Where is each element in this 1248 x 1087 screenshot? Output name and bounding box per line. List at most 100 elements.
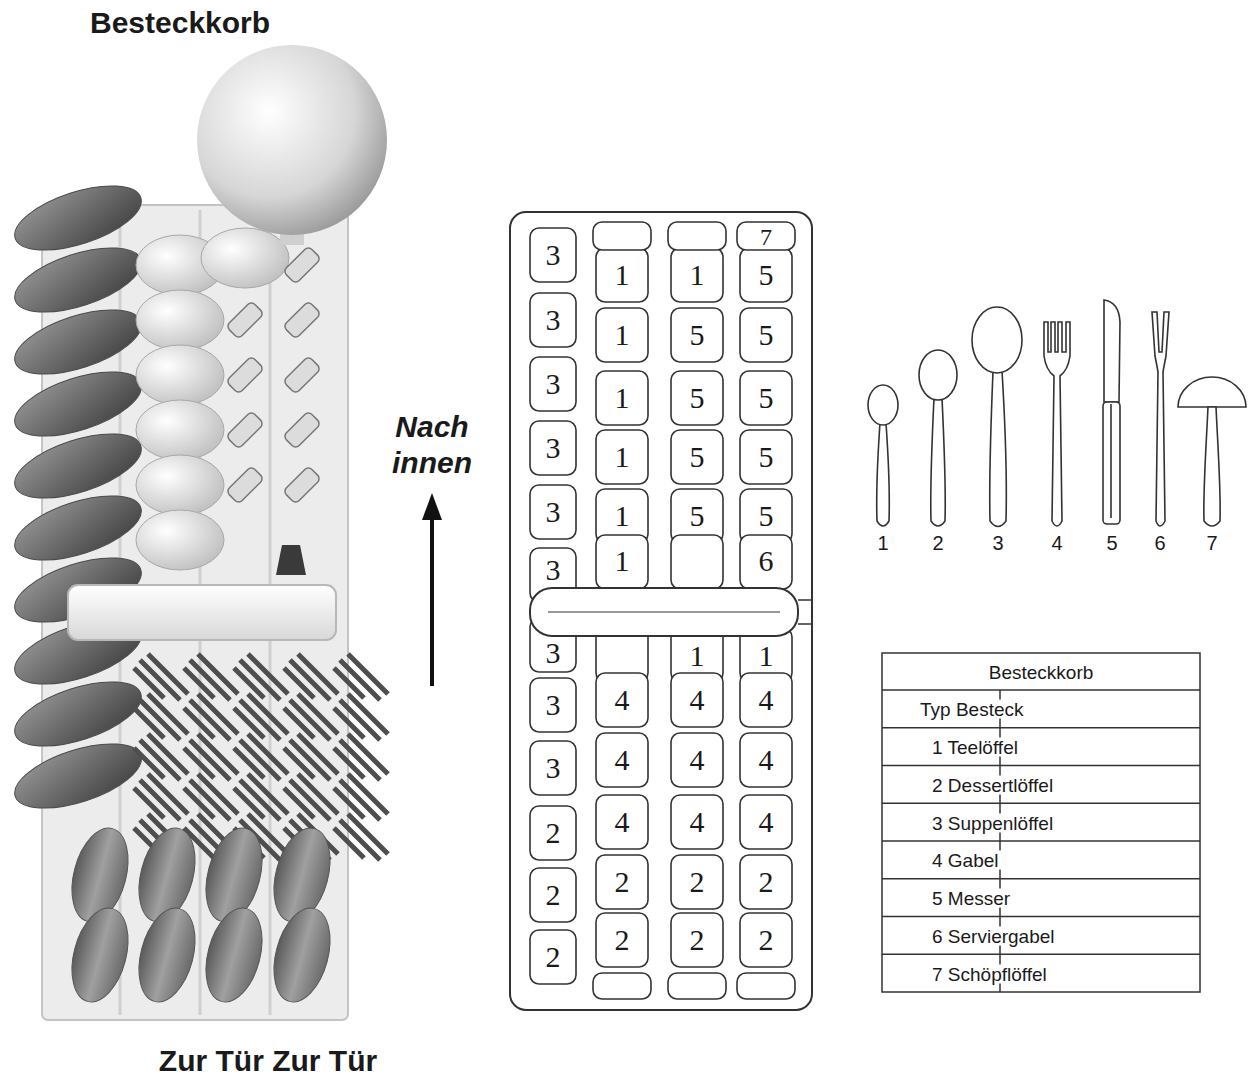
slot-number: 3 xyxy=(546,240,561,270)
basket-slot xyxy=(593,222,651,250)
slot-number: 3 xyxy=(546,497,561,527)
fork-shape xyxy=(334,774,388,820)
spoon-bowl xyxy=(136,455,224,515)
knife-handle xyxy=(226,466,264,504)
basket-slot xyxy=(596,733,648,787)
basket-slot xyxy=(671,308,723,362)
fork-shape xyxy=(334,814,388,860)
spoon-bowl xyxy=(201,228,289,288)
slot-number: 5 xyxy=(690,320,705,350)
slot-number: 2 xyxy=(690,867,705,897)
slot-number: 4 xyxy=(615,807,630,837)
basket-slot xyxy=(740,913,792,967)
slot-number: 1 xyxy=(615,442,630,472)
knife-handle xyxy=(283,466,321,504)
slot-number: 4 xyxy=(759,685,774,715)
basket-slot xyxy=(668,973,726,999)
slot-number: 4 xyxy=(690,745,705,775)
knife-handle xyxy=(226,356,264,394)
icon-number: 4 xyxy=(1051,533,1062,553)
slot-number: 1 xyxy=(615,546,630,576)
cutlery-icons xyxy=(868,300,1246,527)
servingfork-icon xyxy=(1152,312,1169,526)
slot-number: 4 xyxy=(690,685,705,715)
handle-tab xyxy=(798,600,812,624)
basket-slot xyxy=(740,733,792,787)
slot-number: 2 xyxy=(759,867,774,897)
table-cell: 5 Messer xyxy=(930,889,1012,908)
table-rule xyxy=(882,803,1200,805)
basket-slot xyxy=(737,222,795,250)
basket-slot xyxy=(530,293,576,347)
basket-slot xyxy=(593,973,651,999)
basket-slot xyxy=(740,855,792,909)
knife-handle xyxy=(226,411,264,449)
icon-number: 3 xyxy=(992,533,1003,553)
slot-number: 5 xyxy=(690,383,705,413)
icon-number: 7 xyxy=(1206,533,1217,553)
handle-bar xyxy=(548,611,780,612)
spoon-shape xyxy=(62,902,137,1008)
direction-arrow xyxy=(422,493,442,686)
table-cell: 1 Teelöffel xyxy=(930,738,1020,757)
fork-shape xyxy=(334,654,388,700)
slot-number: 5 xyxy=(759,383,774,413)
basket-slot xyxy=(530,868,576,922)
slot-number: 2 xyxy=(546,942,561,972)
slot-number: 1 xyxy=(615,383,630,413)
arrow-head xyxy=(422,493,442,520)
fork-shape xyxy=(284,654,338,700)
slot-number: 3 xyxy=(546,638,561,668)
basket-slot xyxy=(671,855,723,909)
ladle-icon xyxy=(1204,407,1220,526)
fork-shape xyxy=(284,694,338,740)
legend-table xyxy=(882,653,1200,992)
slot-number: 2 xyxy=(546,818,561,848)
slot-number: 1 xyxy=(690,260,705,290)
basket-slot xyxy=(671,673,723,727)
basket-slot xyxy=(596,308,648,362)
slot-number: 1 xyxy=(615,501,630,531)
handle-bar xyxy=(530,588,798,636)
basket-slot xyxy=(740,535,792,589)
slot-number: 3 xyxy=(546,433,561,463)
slot-number: 3 xyxy=(546,369,561,399)
basket-slot xyxy=(740,248,792,302)
door-label: Zur Tür Zur Tür xyxy=(159,1046,377,1076)
slot-number: 4 xyxy=(690,807,705,837)
basket-slot xyxy=(671,248,723,302)
icon-number: 1 xyxy=(877,533,888,553)
spoon-bowl xyxy=(136,510,224,570)
knife-handle xyxy=(226,301,264,339)
slot-number: 1 xyxy=(759,641,774,671)
knife-handle xyxy=(276,545,306,575)
basket-slot xyxy=(740,371,792,425)
icon-number: 6 xyxy=(1154,533,1165,553)
basket-slot xyxy=(596,430,648,484)
basket-slot xyxy=(596,673,648,727)
table-rule xyxy=(882,916,1200,918)
fork-shape xyxy=(234,774,288,820)
table-rule xyxy=(882,765,1200,767)
slot-number: 2 xyxy=(615,925,630,955)
icon-number: 2 xyxy=(932,533,943,553)
basket-slot xyxy=(530,228,576,282)
table-rule xyxy=(882,689,1200,691)
slot-number: 6 xyxy=(759,546,774,576)
knife-handle xyxy=(283,301,321,339)
knife-handle xyxy=(283,246,321,284)
slot-number: 2 xyxy=(615,867,630,897)
slot-number: 4 xyxy=(759,807,774,837)
basket-slot xyxy=(671,913,723,967)
spoon-bowl xyxy=(136,290,224,350)
basket-slot xyxy=(737,973,795,999)
basket-slot xyxy=(530,930,576,984)
knife-icon xyxy=(1104,300,1120,402)
slot-number: 5 xyxy=(759,501,774,531)
fork-shape xyxy=(234,694,288,740)
table-header: Besteckkorb xyxy=(987,663,1096,682)
basket-slot xyxy=(671,733,723,787)
slot-number: 3 xyxy=(546,753,561,783)
basket-slot xyxy=(671,535,723,589)
